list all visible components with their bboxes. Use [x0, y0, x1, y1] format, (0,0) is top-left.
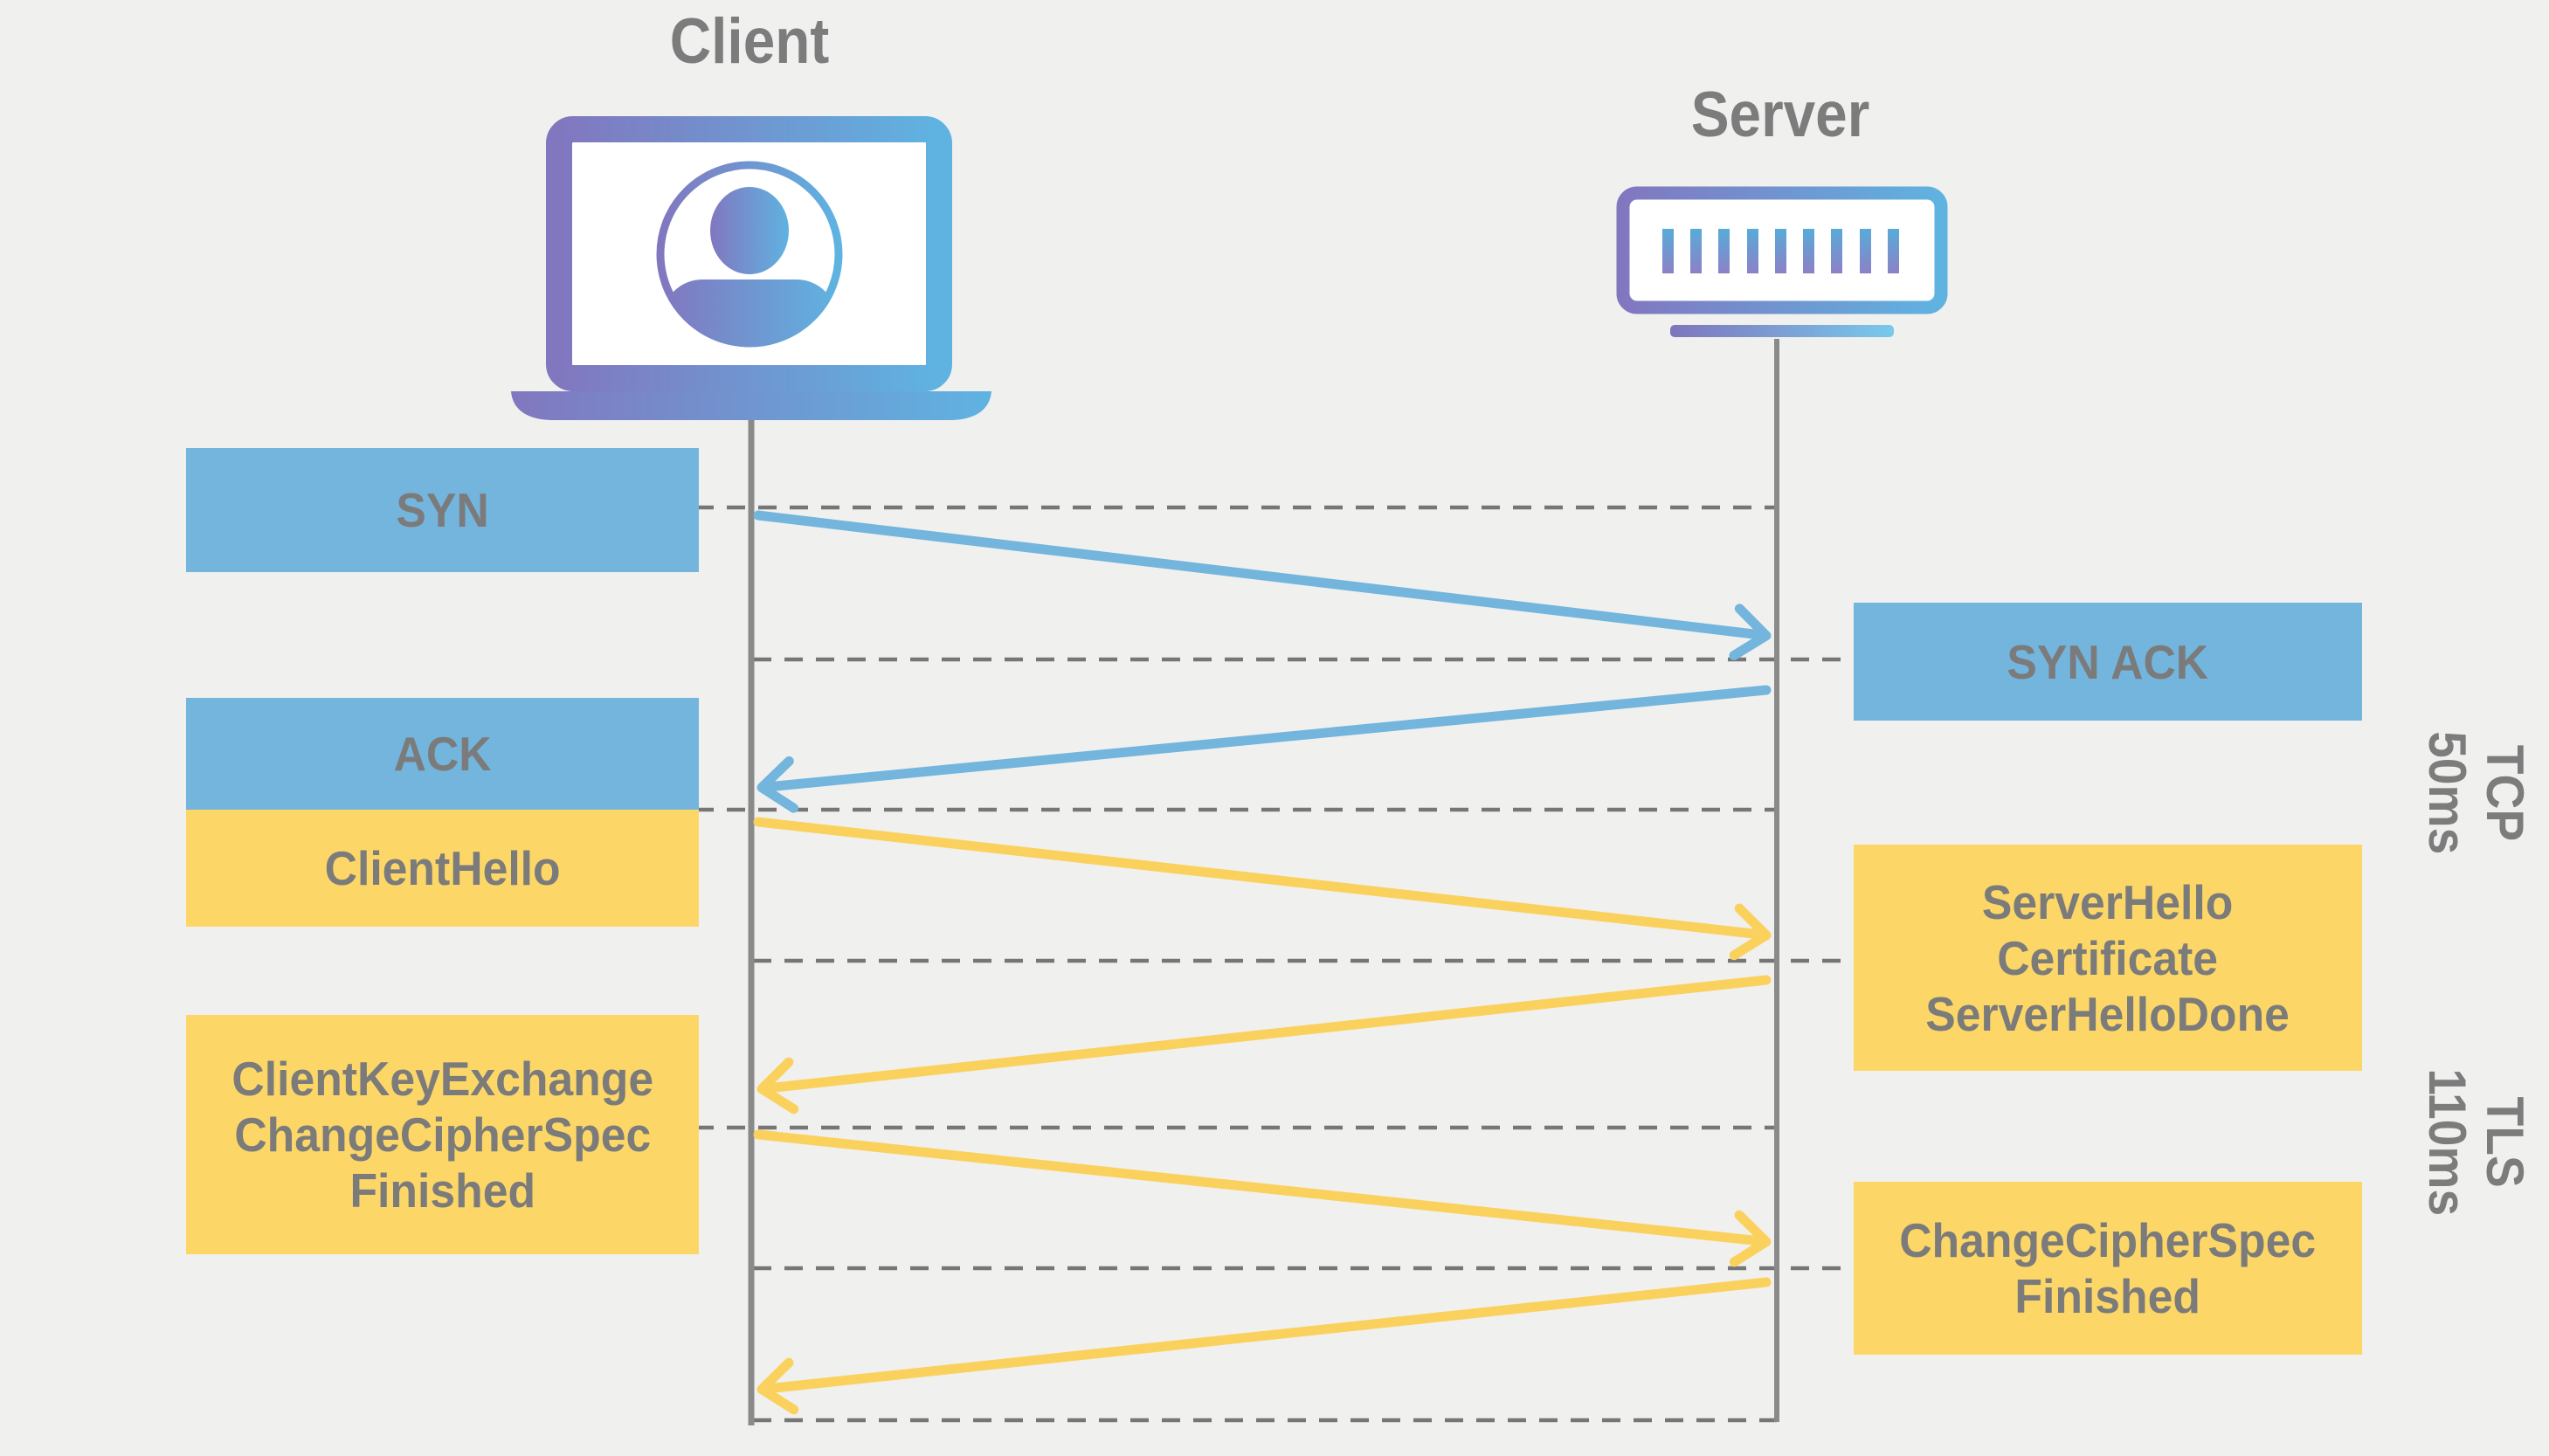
- server-vent-bars: [1662, 229, 1899, 273]
- phase-name: TCP: [2476, 744, 2534, 842]
- arrow-change-cipher-spec: [756, 1277, 1772, 1415]
- message-line: SYN: [396, 483, 489, 537]
- message-line: ServerHelloDone: [1925, 986, 2290, 1041]
- message-line: Finished: [349, 1163, 535, 1218]
- server-icon: [1616, 186, 1948, 337]
- laptop-base: [511, 391, 991, 420]
- message-box-server-hello: ServerHello Certificate ServerHelloDone: [1854, 845, 2362, 1071]
- phase-duration: 110ms: [2418, 1068, 2476, 1217]
- message-box-syn: SYN: [186, 448, 699, 572]
- phase-name: TLS: [2476, 1096, 2534, 1189]
- arrow-client-key-exchange: [753, 1129, 1772, 1267]
- phase-duration: 50ms: [2418, 731, 2476, 855]
- server-base-bar: [1670, 325, 1894, 337]
- message-box-client-hello: ClientHello: [186, 810, 699, 927]
- laptop-icon: [511, 116, 991, 420]
- message-box-client-key-exchange: ClientKeyExchange ChangeCipherSpec Finis…: [186, 1015, 699, 1254]
- message-line: ClientKeyExchange: [231, 1052, 653, 1106]
- message-line: ServerHello: [1982, 874, 2234, 929]
- message-box-ack: ACK: [186, 698, 699, 810]
- tcp-duration-label: TCP 50ms: [2418, 714, 2534, 872]
- user-avatar-icon: [664, 187, 835, 340]
- message-line: ChangeCipherSpec: [234, 1108, 651, 1162]
- message-line: Certificate: [1997, 930, 2219, 985]
- message-line: SYN ACK: [2007, 634, 2209, 689]
- message-box-syn-ack: SYN ACK: [1854, 603, 2362, 721]
- message-line: Finished: [2014, 1269, 2201, 1323]
- client-actor-label: Client: [669, 6, 830, 77]
- message-line: ACK: [393, 727, 492, 781]
- avatar-circle: [656, 161, 843, 348]
- arrow-server-hello: [756, 975, 1772, 1114]
- tls-duration-label: TLS 110ms: [2418, 1064, 2534, 1221]
- server-actor-label: Server: [1690, 79, 1870, 150]
- message-line: ChangeCipherSpec: [1899, 1213, 2317, 1267]
- arrow-syn: [753, 510, 1772, 660]
- arrow-syn-ack: [756, 685, 1772, 813]
- arrow-client-hello: [753, 817, 1772, 961]
- message-box-change-cipher-spec: ChangeCipherSpec Finished: [1854, 1182, 2362, 1355]
- message-line: ClientHello: [324, 841, 561, 895]
